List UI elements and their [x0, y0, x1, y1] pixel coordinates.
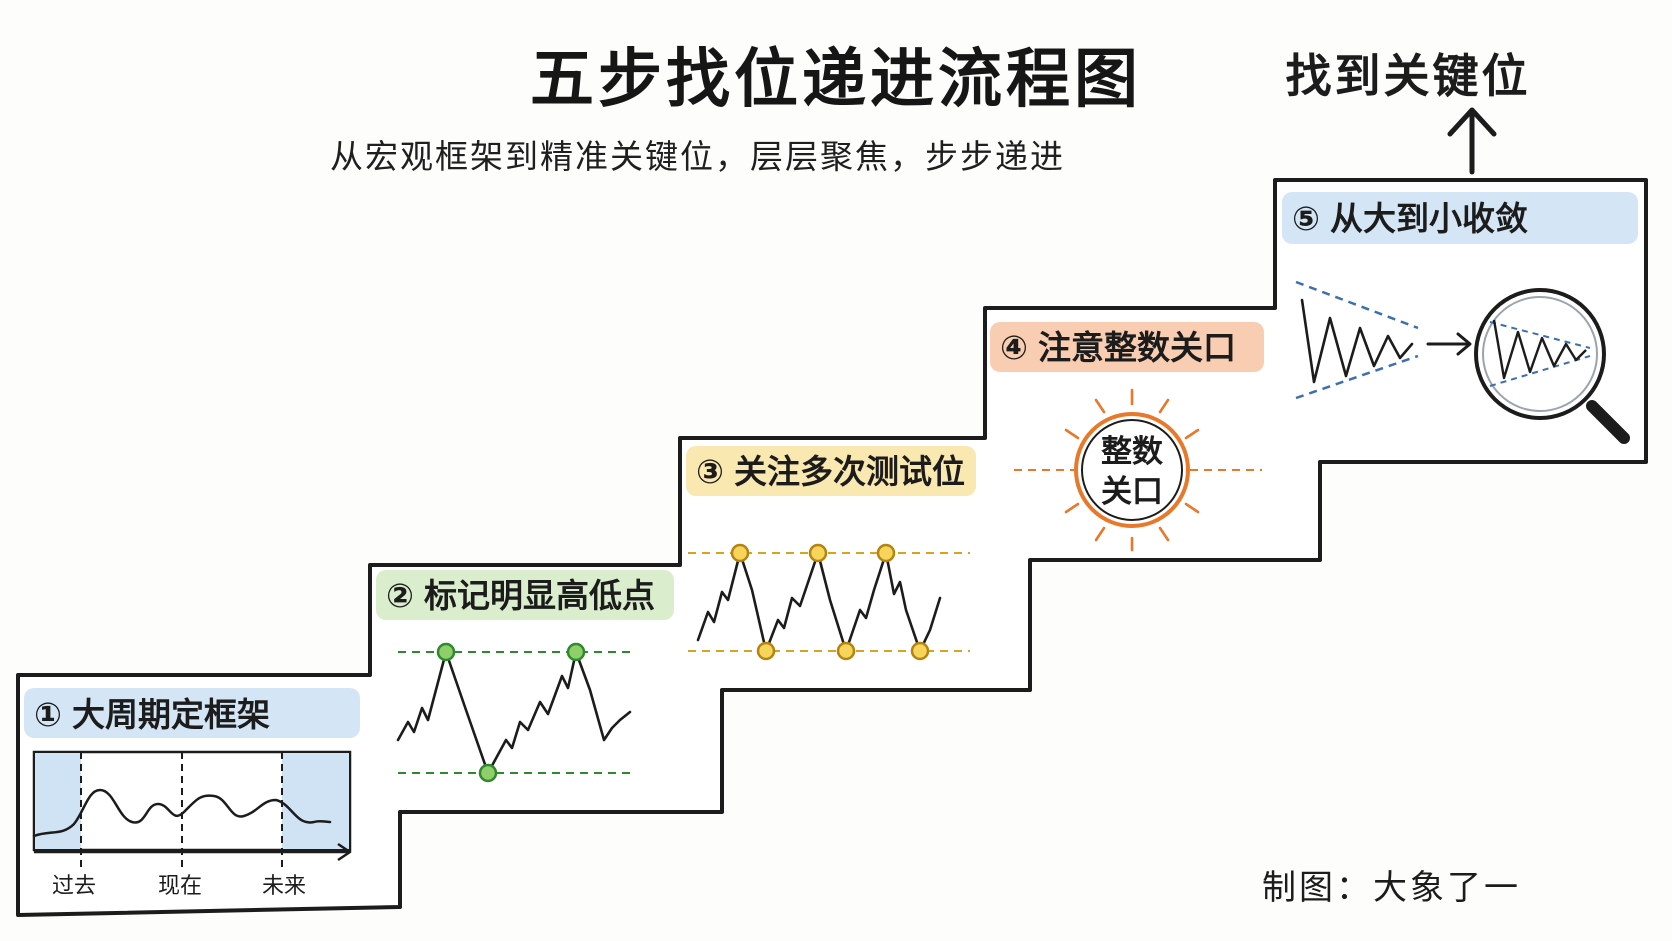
resistance-test-3: [876, 543, 896, 563]
resistance-test-1: [730, 543, 750, 563]
round-number-line-1: 整数: [1101, 434, 1163, 470]
tick-past: 过去: [52, 874, 96, 899]
step-3-label: ③ 关注多次测试位: [696, 452, 965, 491]
goal-arrow: [1447, 107, 1497, 175]
step-1-highlight: [24, 688, 360, 738]
round-number-line-2: 关口: [1101, 474, 1163, 510]
magnifier-icon: [1474, 288, 1630, 444]
step-5-number: ⑤: [1292, 199, 1320, 238]
page-subtitle: 从宏观框架到精准关键位，层层聚焦，步步递进: [330, 137, 1065, 176]
step-5-illustration: [1295, 280, 1630, 444]
sun-rays: [1064, 388, 1200, 552]
round-number-inner-ring: [1081, 419, 1183, 521]
step-5-highlight: [1282, 192, 1638, 244]
step-1-number: ①: [34, 695, 62, 734]
step-4-highlight: [990, 322, 1264, 372]
step-1-label: ① 大周期定框架: [34, 695, 270, 734]
converge-lower-dash: [1295, 354, 1419, 400]
step-2-highlight: [376, 570, 674, 620]
timeline-price-curve: [32, 788, 332, 838]
high-point-2: [566, 642, 586, 662]
resistance-test-2: [808, 543, 828, 563]
step-2-text: 标记明显高低点: [424, 576, 655, 615]
tick-future: 未来: [262, 874, 306, 899]
converging-zigzag: [1300, 298, 1414, 384]
step-4-number: ④: [1000, 328, 1028, 367]
high-point-1: [436, 642, 456, 662]
converge-upper-dash: [1295, 280, 1419, 330]
time-axis-arrowhead: [337, 842, 352, 862]
future-zone: [282, 753, 349, 849]
step-1-illustration: 过去 现在 未来: [32, 750, 352, 899]
step-3-text: 关注多次测试位: [734, 452, 965, 491]
step-4-illustration: 整数 关口: [1014, 388, 1262, 552]
tick-now: 现在: [158, 874, 202, 899]
support-test-1: [756, 641, 776, 661]
support-test-3: [910, 641, 930, 661]
step-2-number: ②: [386, 576, 414, 615]
step-2-illustration: [396, 642, 636, 783]
low-point-1: [478, 763, 498, 783]
step-5-text: 从大到小收敛: [1330, 199, 1528, 238]
step-5-label: ⑤ 从大到小收敛: [1292, 199, 1528, 238]
step-3-highlight: [686, 446, 976, 496]
support-test-2: [836, 641, 856, 661]
step-3-number: ③: [696, 452, 724, 491]
step-2-price-line: [396, 650, 632, 775]
step-4-label: ④ 注意整数关口: [1000, 328, 1236, 367]
transition-arrow-head: [1456, 332, 1472, 356]
round-number-circle: [1074, 412, 1190, 528]
step-3-illustration: [688, 543, 970, 661]
goal-label: 找到关键位: [1285, 49, 1531, 103]
step-4-text: 注意整数关口: [1038, 328, 1236, 367]
step-2-label: ② 标记明显高低点: [386, 576, 655, 615]
credit-label: 制图：大象了一: [1262, 868, 1521, 908]
page-title: 五步找位递进流程图: [530, 43, 1142, 117]
step-1-text: 大周期定框架: [72, 695, 270, 734]
